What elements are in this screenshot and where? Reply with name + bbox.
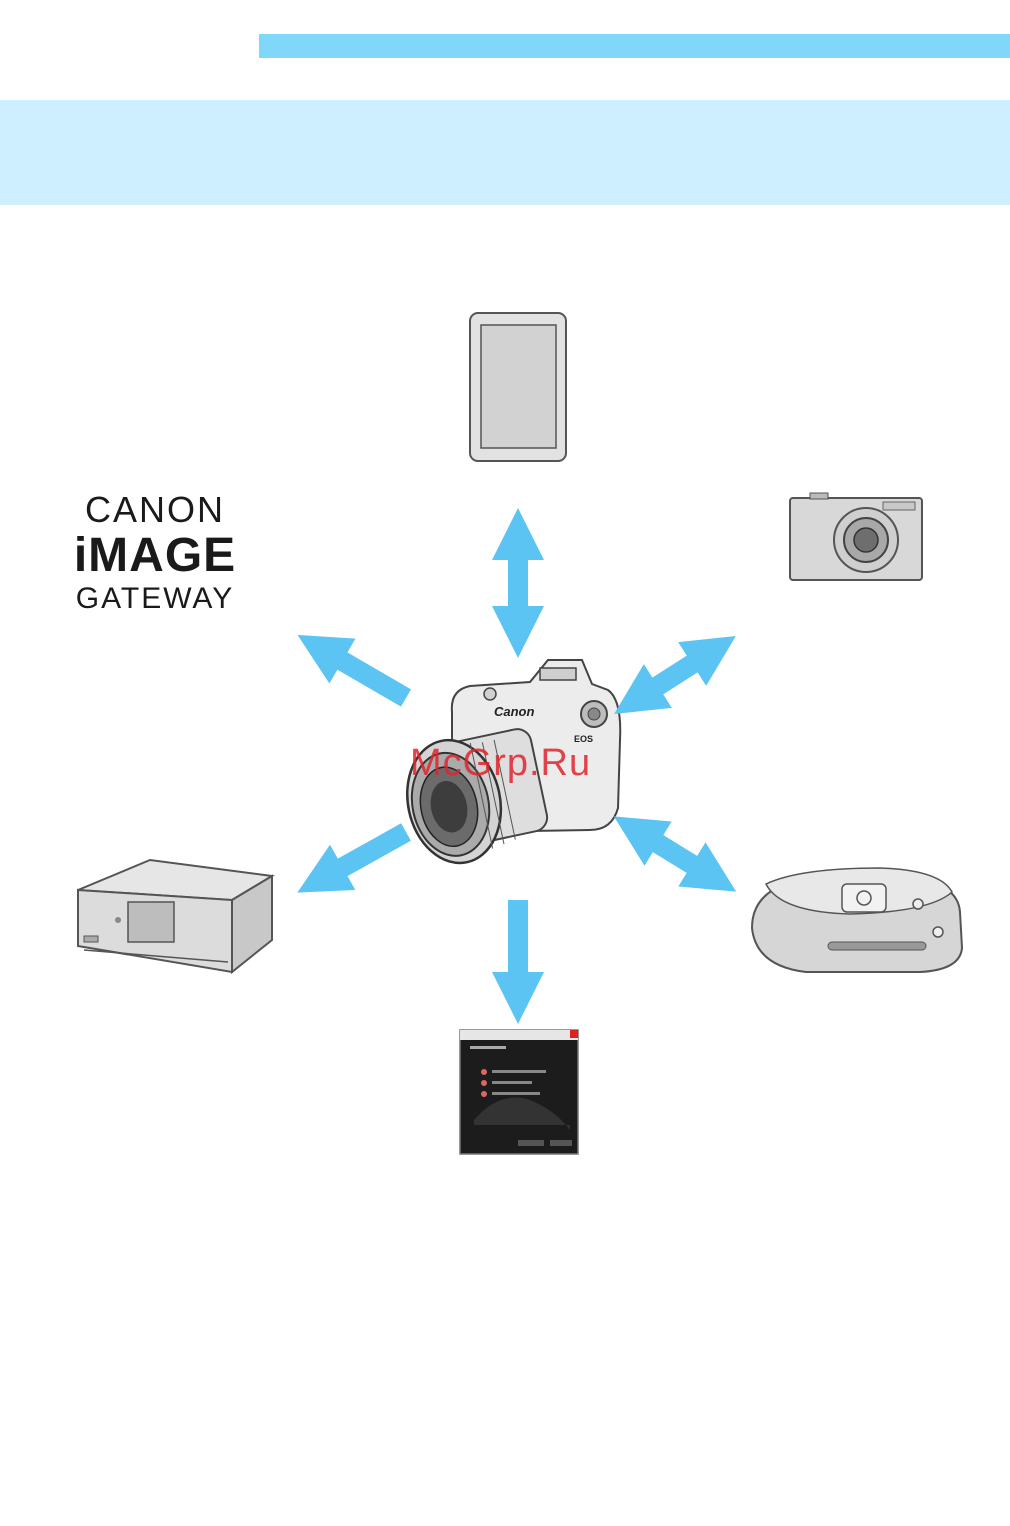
- smartphone-icon: [470, 313, 566, 461]
- arrow-connect-station: [636, 830, 714, 878]
- connect-station-icon: [752, 868, 962, 972]
- logo-line-canon: CANON: [40, 490, 270, 530]
- logo-line-gateway: GATEWAY: [40, 582, 270, 616]
- computer-screen-icon: [460, 1030, 578, 1154]
- camera-brand-label: Canon: [494, 704, 535, 719]
- printer-icon: [78, 860, 272, 972]
- logo-line-image: iMAGE: [40, 530, 270, 582]
- arrow-image-gateway: [320, 648, 406, 698]
- arrow-printer: [320, 832, 406, 880]
- arrow-compact-camera: [636, 650, 714, 700]
- watermark: McGrp.Ru: [410, 742, 591, 785]
- canon-image-gateway-logo: CANON iMAGE GATEWAY: [40, 490, 270, 616]
- compact-camera-icon: [790, 493, 922, 580]
